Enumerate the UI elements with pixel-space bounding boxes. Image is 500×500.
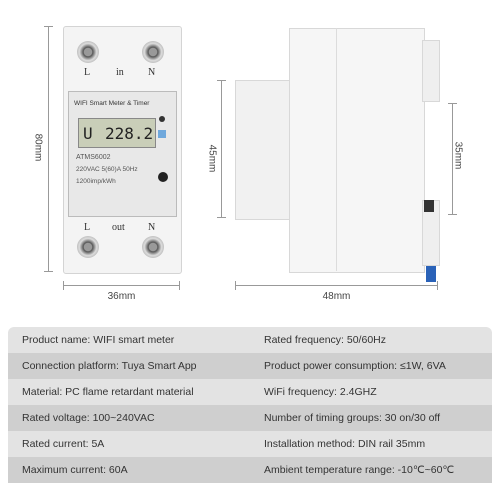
meter-title: WIFI Smart Meter & Timer [74,100,150,107]
lcd-unit: U [83,124,93,143]
terminal-screw-icon [77,236,99,258]
spec-row: Rated current: 5A Installation method: D… [8,431,492,457]
rail-height-label: 35mm [452,141,464,170]
spec-row: Connection platform: Tuya Smart App Prod… [8,353,492,379]
wifi-status-icon [158,130,166,138]
spec-right: Installation method: DIN rail 35mm [264,438,426,450]
meter-model: ATMS6002 [76,154,111,161]
meter-rating: 220VAC 5(60)A 50Hz [76,166,138,173]
spec-row: Rated voltage: 100~240VAC Number of timi… [8,405,492,431]
front-width-label: 36mm [107,291,136,302]
spec-right: Rated frequency: 50/60Hz [264,334,386,346]
bottom-label-out: out [112,222,125,233]
spec-row: Product name: WIFI smart meter Rated fre… [8,327,492,353]
lcd-value: 228.2 [105,124,154,143]
spec-left: Rated current: 5A [22,438,105,450]
spec-right: Product power consumption: ≤1W, 6VA [264,360,446,372]
bottom-label-l: L [84,222,91,233]
lcd-display: U 228.2 [78,118,156,148]
spec-left: Maximum current: 60A [22,464,128,476]
spec-row: Maximum current: 60A Ambient temperature… [8,457,492,483]
terminal-screw-icon [142,236,164,258]
bottom-label-n: N [148,222,156,233]
spec-row: Material: PC flame retardant material Wi… [8,379,492,405]
spec-right: Number of timing groups: 30 on/30 off [264,412,441,424]
indicator-led-icon [159,116,165,122]
top-label-l: L [84,67,91,78]
spec-left: Product name: WIFI smart meter [22,334,175,346]
din-clip-icon [424,200,434,212]
side-width-label: 48mm [322,291,351,302]
spec-table: Product name: WIFI smart meter Rated fre… [8,327,492,483]
spec-left: Rated voltage: 100~240VAC [22,412,155,424]
terminal-screw-icon [142,41,164,63]
front-height-label: 80mm [32,133,44,162]
top-label-in: in [116,67,124,78]
top-label-n: N [148,67,156,78]
meter-button-icon [158,172,168,182]
spec-left: Connection platform: Tuya Smart App [22,360,197,372]
rail-latch-icon [426,266,436,282]
spec-right: Ambient temperature range: -10℃~60℃ [264,464,455,476]
spec-left: Material: PC flame retardant material [22,386,194,398]
meter-impulse: 1200imp/kWh [76,178,116,185]
terminal-screw-icon [77,41,99,63]
spec-right: WiFi frequency: 2.4GHZ [264,386,377,398]
side-height-label: 45mm [206,144,218,173]
meter-faceplate [68,91,177,217]
